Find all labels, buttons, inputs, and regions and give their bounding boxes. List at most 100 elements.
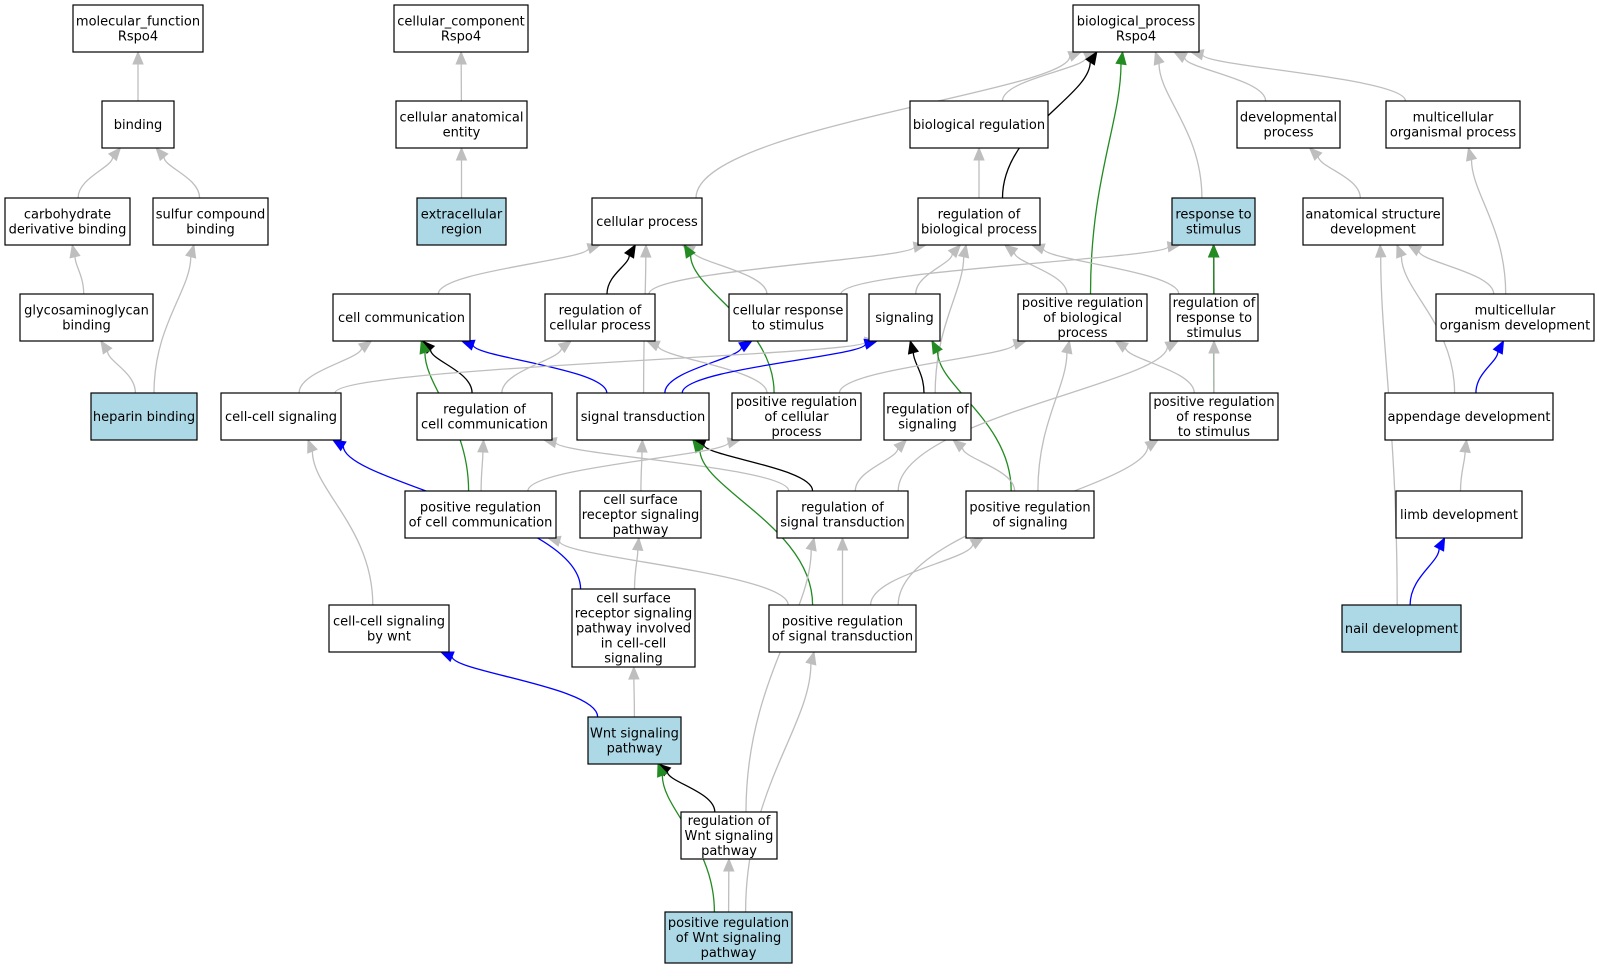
edge-posregsig-to-regsig (952, 439, 1016, 492)
arrowhead (69, 243, 81, 259)
arrowhead (640, 243, 652, 258)
node-label-line: signal transduction (581, 410, 706, 425)
node-binding[interactable]: binding (101, 100, 175, 149)
edge-wnt-to-csrspcc (628, 665, 640, 718)
edge-line (1013, 252, 1068, 295)
node-ccsig[interactable]: cell-cell signaling (220, 392, 342, 441)
arrowhead (907, 339, 920, 355)
edge-gag-to-carb (69, 243, 85, 295)
node-label-line: positive regulation (420, 501, 541, 516)
edge-multidev-to-multiproc (1465, 146, 1507, 295)
edge-line (606, 255, 630, 295)
arrowhead (1114, 340, 1129, 353)
node-sigtrans[interactable]: signal transduction (576, 392, 710, 441)
edge-line (840, 246, 1169, 295)
edge-regcp-to-cellproc (606, 243, 636, 295)
edge-ccsig-to-signaling (334, 336, 879, 394)
node-box (1385, 100, 1521, 149)
edge-sigtrans-to-cellresp (664, 340, 753, 394)
node-box (220, 392, 342, 441)
edge-regsig-to-signaling (907, 339, 925, 394)
node-box (883, 392, 972, 441)
node-box (416, 392, 553, 441)
node-box (680, 811, 778, 860)
edge-nail-to-limb (1409, 536, 1446, 606)
node-label-line: stimulus (1186, 223, 1241, 238)
arrowhead (1396, 243, 1407, 259)
node-nail[interactable]: nail development (1341, 604, 1462, 653)
edge-line (744, 663, 812, 913)
edge-line (472, 344, 608, 394)
arrowhead (1172, 51, 1188, 63)
node-label-line: Rspo4 (441, 30, 481, 45)
graph-edges (69, 49, 1507, 913)
node-cellproc[interactable]: cellular process (591, 197, 703, 246)
node-append[interactable]: appendage development (1384, 392, 1554, 441)
edge-regcc-to-regcp (501, 340, 573, 394)
node-limb[interactable]: limb development (1395, 490, 1523, 539)
edge-append-to-multidev (1475, 339, 1505, 394)
edge-line (633, 549, 639, 590)
node-box (1171, 197, 1256, 246)
node-box (768, 604, 917, 653)
arrowhead (657, 762, 668, 778)
edge-line (912, 352, 925, 394)
node-box (576, 392, 710, 441)
edge-regst-to-regresp (897, 340, 1180, 492)
node-heparin[interactable]: heparin binding (90, 392, 198, 441)
arrowhead (836, 536, 849, 551)
edge-line (437, 247, 590, 295)
node-label-line: positive regulation (668, 916, 789, 931)
node-cellcomm[interactable]: cell communication (332, 293, 471, 342)
edge-line (558, 540, 789, 606)
node-box (1149, 392, 1279, 441)
edge-line (869, 543, 974, 606)
edge-regst-to-regsig (854, 439, 908, 492)
edge-line (1317, 156, 1361, 199)
arrowhead (1067, 51, 1083, 62)
edge-line (657, 345, 768, 394)
node-label-line: by wnt (367, 630, 411, 645)
node-bioreg[interactable]: biological regulation (909, 100, 1049, 149)
edge-posregst-to-posregsig (869, 537, 985, 606)
arrowhead (628, 665, 640, 680)
node-label-line: cellular response (733, 304, 844, 319)
edge-line (1089, 63, 1122, 295)
node-box (1384, 392, 1554, 441)
node-signaling[interactable]: signaling (868, 293, 941, 342)
node-box (776, 490, 909, 539)
edge-line (648, 246, 915, 295)
